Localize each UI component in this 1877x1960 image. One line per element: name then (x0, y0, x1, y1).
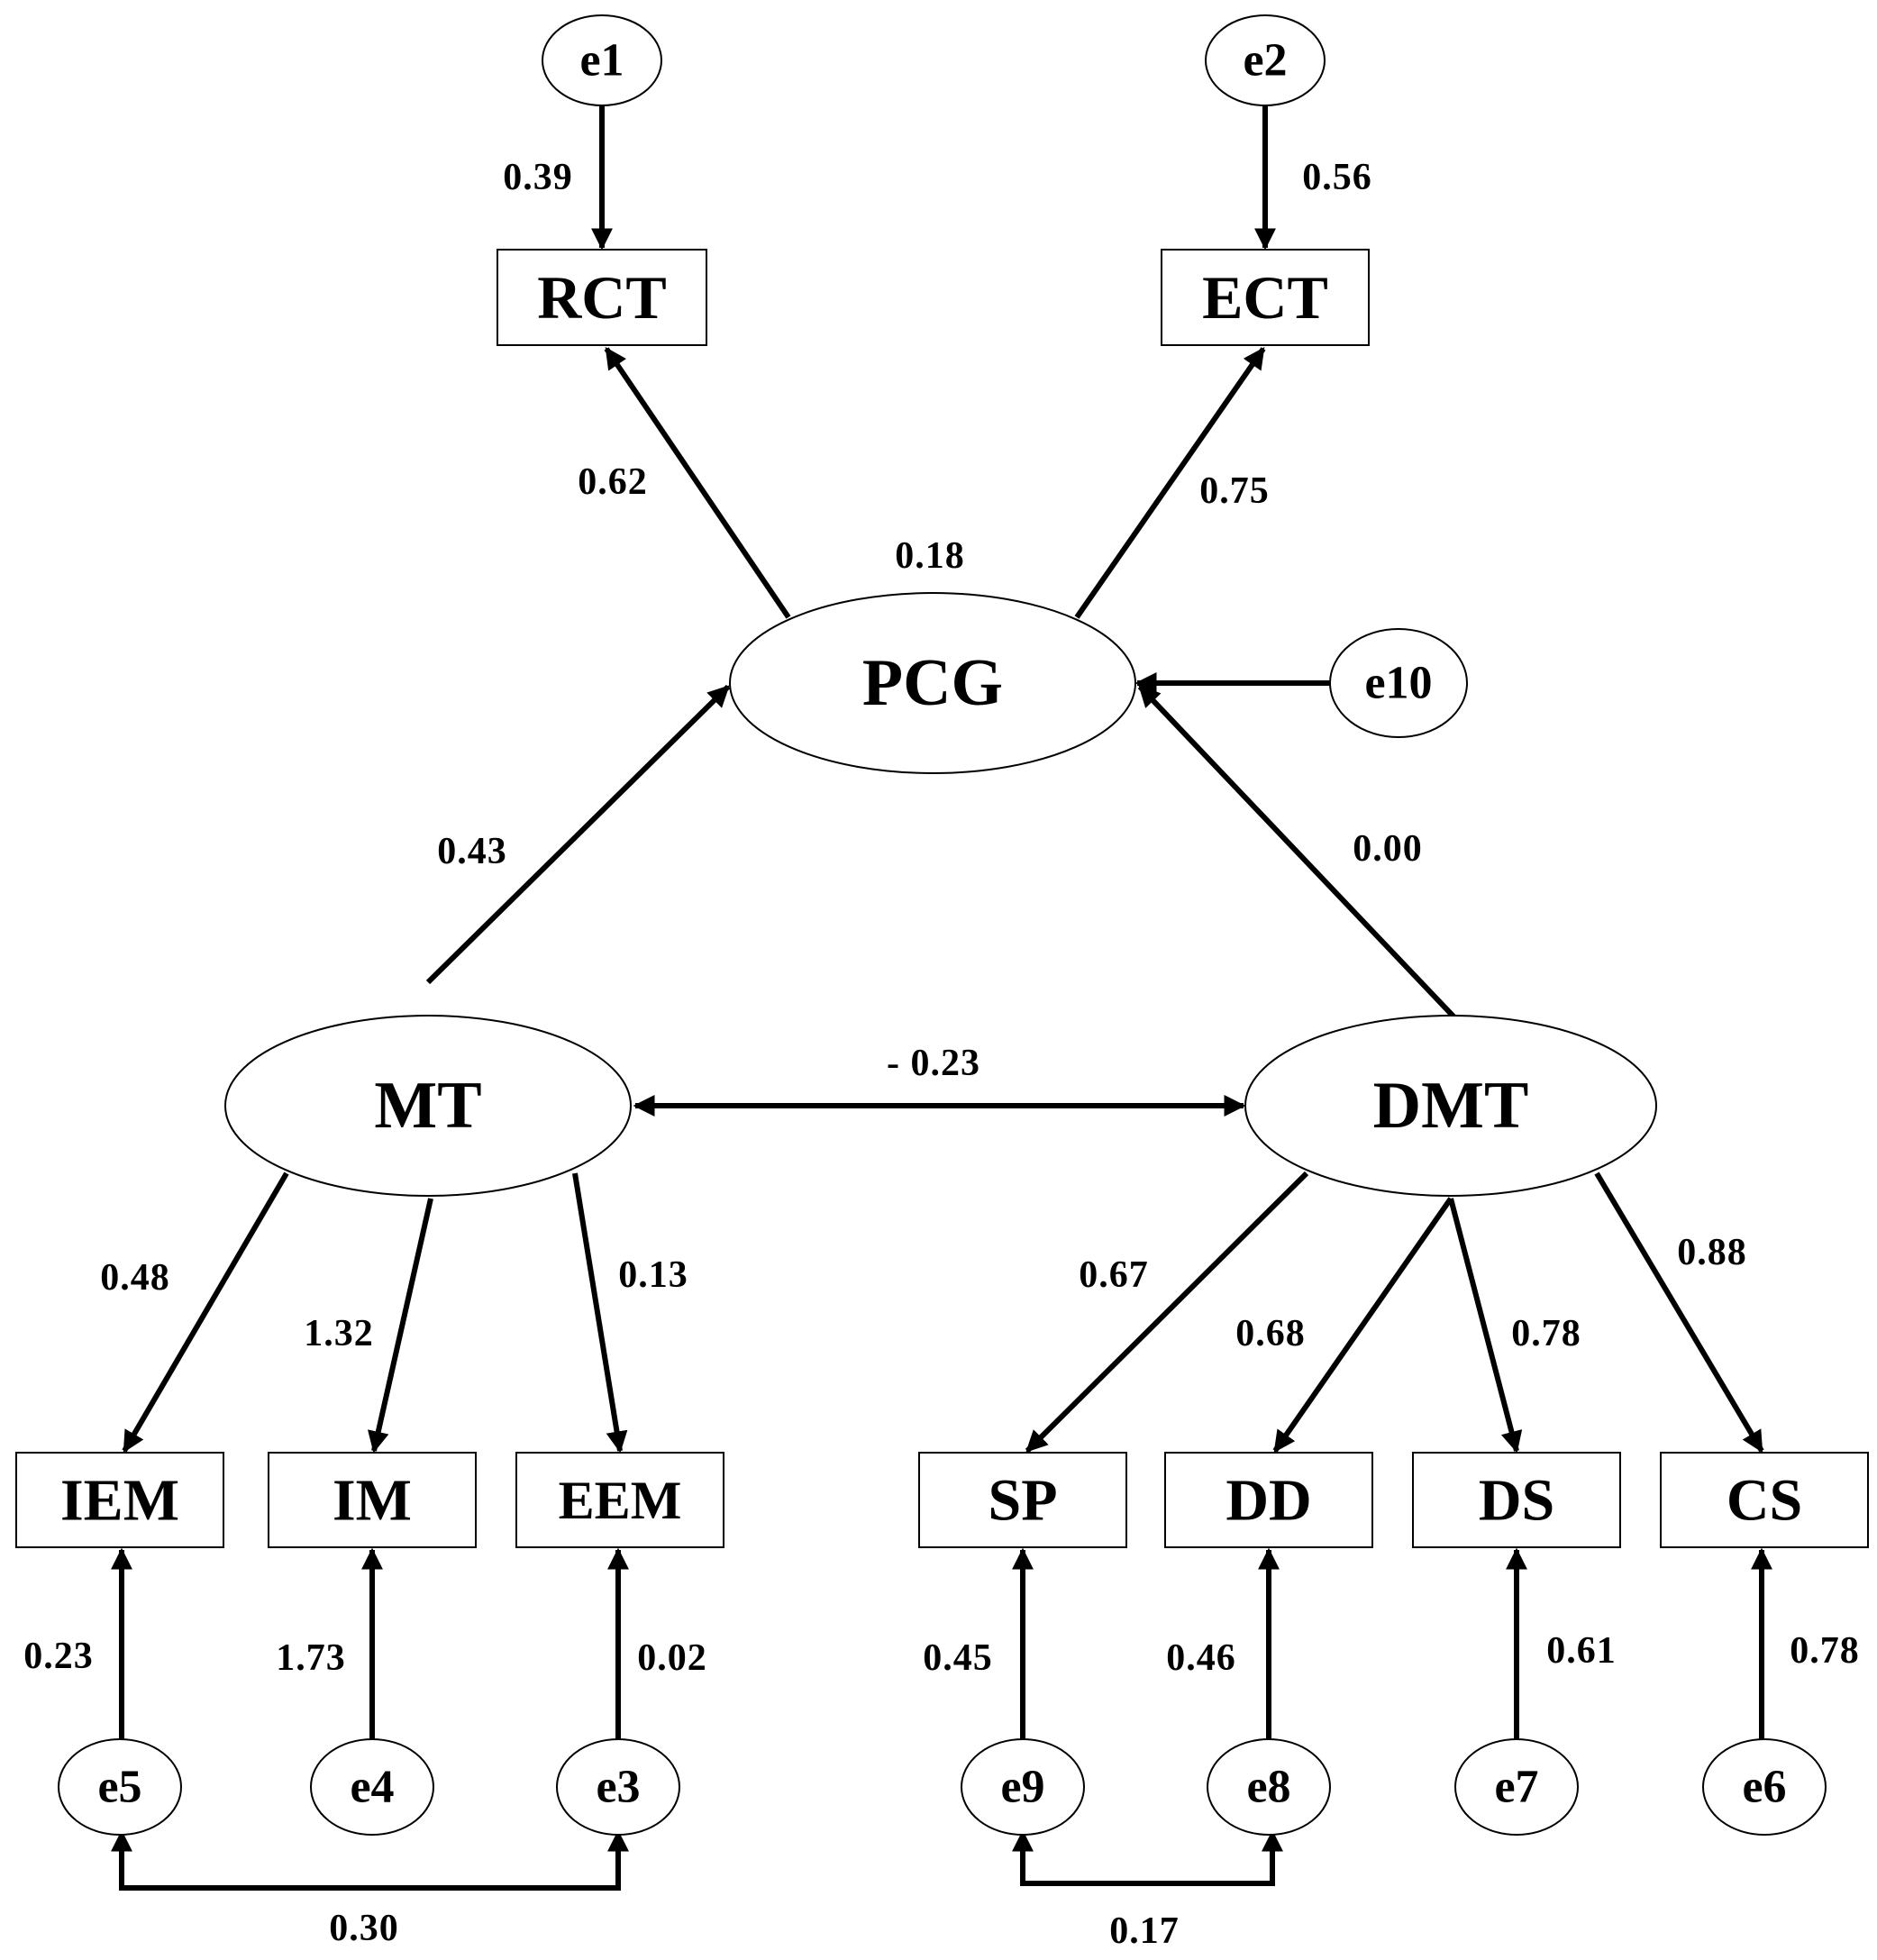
coef-e4-im: 1.73 (276, 1637, 346, 1679)
coef-mt-pcg: 0.43 (437, 831, 507, 872)
node-ds (1412, 1452, 1621, 1548)
node-e5 (58, 1738, 182, 1836)
indicators: RCT ECT IEM IM EEM SP DD DS CS (15, 249, 1869, 1548)
node-dd (1164, 1452, 1373, 1548)
label-e9: e9 (1000, 1762, 1044, 1813)
label-mt: MT (374, 1069, 481, 1143)
path-mt-pcg (425, 684, 731, 985)
label-e4: e4 (350, 1762, 394, 1813)
path-dmt-dd (1272, 1197, 1453, 1453)
label-cs: CS (1727, 1468, 1802, 1534)
node-iem (15, 1452, 224, 1548)
path-mt-iem (122, 1171, 289, 1454)
node-e9 (961, 1738, 1085, 1836)
label-dmt: DMT (1373, 1069, 1529, 1143)
coef-dmt-sp: 0.67 (1079, 1254, 1149, 1296)
path-dmt-cs (1594, 1171, 1764, 1454)
path-pcg-ect (1074, 347, 1266, 619)
node-e3 (556, 1738, 680, 1836)
coef-pcg-rct: 0.62 (578, 461, 648, 503)
label-ect: ECT (1202, 263, 1328, 332)
path-dmt-ds (1448, 1198, 1523, 1454)
path-dmt-pcg (1137, 684, 1458, 1021)
coef-e5-e3: 0.30 (329, 1908, 399, 1949)
node-e8 (1207, 1738, 1331, 1836)
node-sp (918, 1452, 1127, 1548)
coef-e8-dd: 0.46 (1166, 1637, 1236, 1679)
coef-e7-ds: 0.61 (1546, 1630, 1617, 1672)
node-e6 (1702, 1738, 1827, 1836)
coef-e1-rct: 0.39 (503, 157, 573, 198)
coef-pcg-r2: 0.18 (895, 535, 965, 577)
node-ect (1161, 249, 1370, 346)
label-e2: e2 (1243, 35, 1287, 87)
node-e4 (310, 1738, 434, 1836)
label-e5: e5 (97, 1762, 141, 1813)
coef-mt-iem: 0.48 (100, 1257, 170, 1299)
label-e6: e6 (1742, 1762, 1786, 1813)
label-eem: EEM (559, 1471, 682, 1530)
latent-constructs: PCG MT DMT (224, 592, 1657, 1197)
coef-e6-cs: 0.78 (1790, 1630, 1860, 1672)
node-pcg (729, 592, 1136, 774)
coef-mt-dmt: - 0.23 (887, 1043, 980, 1084)
coef-e9-sp: 0.45 (923, 1637, 993, 1679)
coef-dmt-dd: 0.68 (1235, 1313, 1306, 1354)
coef-mt-im: 1.32 (304, 1313, 374, 1354)
node-eem (515, 1452, 724, 1548)
node-rct (497, 249, 707, 346)
label-iem: IEM (60, 1468, 179, 1534)
label-im: IM (333, 1468, 412, 1534)
node-mt (224, 1015, 632, 1197)
node-im (268, 1452, 477, 1548)
label-sp: SP (988, 1468, 1057, 1534)
label-dd: DD (1226, 1468, 1311, 1534)
covariance-e9-e8 (1012, 1829, 1283, 1886)
coef-dmt-cs: 0.88 (1677, 1232, 1747, 1273)
paths (111, 104, 1772, 1891)
node-e2 (1205, 14, 1326, 106)
coef-e3-eem: 0.02 (637, 1637, 707, 1679)
label-pcg: PCG (862, 646, 1003, 720)
path-mt-im (368, 1198, 433, 1454)
node-e7 (1454, 1738, 1579, 1836)
coef-mt-eem: 0.13 (618, 1254, 688, 1296)
node-e10 (1329, 628, 1468, 738)
label-e7: e7 (1494, 1762, 1538, 1813)
node-e1 (542, 14, 662, 106)
node-cs (1660, 1452, 1869, 1548)
coef-dmt-pcg: 0.00 (1353, 828, 1423, 870)
coef-e9-e8: 0.17 (1109, 1910, 1180, 1952)
node-dmt (1244, 1015, 1657, 1197)
coef-e5-iem: 0.23 (23, 1636, 94, 1677)
coefficients: 0.39 0.56 0.62 0.75 0.18 0.43 0.00 - 0.2… (23, 157, 1860, 1952)
label-e8: e8 (1246, 1762, 1290, 1813)
path-mt-eem (572, 1172, 628, 1454)
label-rct: RCT (537, 263, 667, 332)
path-pcg-rct (604, 347, 791, 619)
coef-e2-ect: 0.56 (1302, 157, 1372, 198)
path-dmt-sp (1025, 1171, 1309, 1454)
label-e1: e1 (579, 35, 624, 87)
coef-pcg-ect: 0.75 (1199, 470, 1270, 512)
coef-dmt-ds: 0.78 (1511, 1313, 1581, 1354)
label-e10: e10 (1364, 658, 1432, 709)
error-terms: e1 e2 e10 e5 e4 e3 e9 e8 e7 e6 (58, 14, 1827, 1836)
label-ds: DS (1479, 1468, 1554, 1534)
label-e3: e3 (596, 1762, 640, 1813)
covariance-e5-e3 (111, 1829, 629, 1891)
